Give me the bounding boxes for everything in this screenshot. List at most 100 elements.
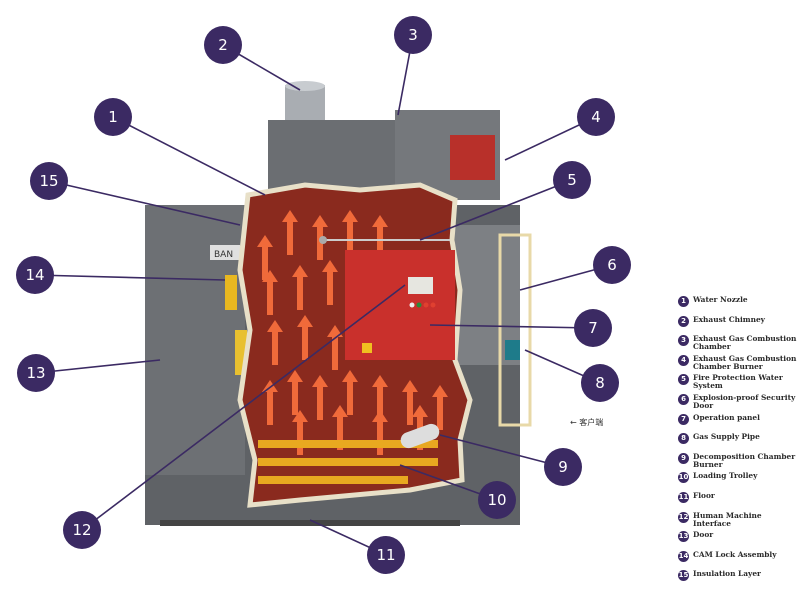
callout-9: 9	[544, 448, 582, 486]
legend-label: Fire Protection Water System	[693, 373, 783, 391]
legend-label: Explosion-proof Security Door	[693, 392, 796, 410]
heat-arrow	[292, 410, 308, 455]
decomposition-burner	[400, 423, 440, 449]
leader-line	[439, 434, 564, 468]
callout-number: 2	[218, 36, 228, 54]
heat-arrow	[342, 370, 358, 415]
heat-arrow	[267, 320, 283, 365]
callout-number: 8	[595, 374, 605, 392]
legend-number: 9	[678, 452, 689, 464]
legend-label: Operation panel	[693, 412, 760, 422]
callout-number: 1	[108, 108, 118, 126]
legend-item: 8 Gas Supply Pipe	[678, 433, 800, 453]
legend-item: 5 Fire Protection Water System	[678, 374, 800, 394]
leader-line	[81, 284, 406, 531]
callout-5: 5	[553, 161, 591, 199]
heat-arrow	[282, 210, 298, 255]
legend-item: 4 Exhaust Gas Combustion Chamber Burner	[678, 353, 800, 375]
callout-8: 8	[581, 364, 619, 402]
callout-number: 13	[26, 364, 45, 382]
gas-supply-pipe	[498, 233, 532, 427]
legend-item: 6 Explosion-proof Security Door	[678, 392, 800, 414]
heat-arrow	[297, 315, 313, 360]
heat-arrow	[257, 235, 273, 280]
callout-4: 4	[577, 98, 615, 136]
legend-number: 10	[678, 472, 689, 484]
callout-number: 12	[72, 521, 91, 539]
loading-trolley	[258, 440, 438, 484]
floor	[160, 520, 460, 526]
legend-label: Floor	[693, 490, 715, 500]
heat-arrow	[262, 270, 278, 315]
legend-label: Door	[693, 530, 714, 540]
callout-14: 14	[16, 256, 54, 294]
heat-arrow	[402, 380, 418, 425]
legend-number: 11	[678, 491, 689, 503]
legend-label: Exhaust Gas Combustion Chamber Burner	[693, 353, 797, 371]
heat-arrow	[292, 265, 308, 310]
legend-number: 3	[678, 335, 689, 347]
operation-panel	[345, 250, 455, 360]
callout-13: 13	[17, 354, 55, 392]
legend-number: 7	[678, 413, 689, 425]
legend-label: CAM Lock Assembly	[693, 549, 777, 559]
callout-11: 11	[367, 536, 405, 574]
callout-number: 6	[607, 256, 617, 274]
heat-flow-arrows	[257, 210, 448, 455]
callout-number: 3	[408, 26, 418, 44]
leader-line	[429, 324, 594, 329]
water-nozzle	[319, 236, 327, 244]
heat-arrow	[372, 215, 388, 260]
legend-item: 7 Operation panel	[678, 412, 800, 434]
door-sign: BAN	[214, 250, 233, 260]
leader-line	[112, 116, 266, 196]
callout-10: 10	[478, 481, 516, 519]
callout-7: 7	[574, 309, 612, 347]
legend-number: 1	[678, 296, 689, 307]
callout-2: 2	[204, 26, 242, 64]
legend-number: 12	[678, 511, 689, 523]
callout-3: 3	[394, 16, 432, 54]
callout-6: 6	[593, 246, 631, 284]
callout-12: 12	[63, 511, 101, 549]
leader-line	[35, 359, 161, 374]
leader-line	[419, 179, 573, 241]
legend-number: 6	[678, 393, 689, 405]
heat-arrow	[322, 260, 338, 305]
legend-item: 11 Floor	[678, 490, 800, 512]
heat-arrow	[432, 385, 448, 430]
leader-line	[48, 180, 241, 226]
legend-number: 13	[678, 531, 689, 543]
legend-item: 13 Door	[678, 531, 800, 551]
legend-label: Gas Supply Pipe	[693, 432, 760, 442]
heat-arrow	[372, 410, 388, 455]
legend-number: 8	[678, 433, 689, 445]
callout-number: 15	[39, 172, 58, 190]
callout-number: 9	[558, 458, 568, 476]
legend-number: 4	[678, 354, 689, 366]
callout-1: 1	[94, 98, 132, 136]
heat-arrow	[332, 405, 348, 450]
callout-number: 5	[567, 171, 577, 189]
heat-arrow	[312, 375, 328, 420]
leader-line	[34, 274, 226, 281]
callout-number: 11	[376, 546, 395, 564]
callout-number: 10	[487, 491, 506, 509]
hmi-screen	[408, 277, 433, 294]
legend-number: 5	[678, 374, 689, 386]
legend-label: Exhaust Chimney	[693, 314, 765, 324]
legend-number: 15	[678, 570, 689, 582]
callout-number: 7	[588, 319, 598, 337]
heat-arrow	[342, 210, 358, 255]
legend-number: 2	[678, 315, 689, 327]
legend-label: Loading Trolley	[693, 471, 758, 481]
client-side-label: ← 客户端	[570, 418, 604, 427]
